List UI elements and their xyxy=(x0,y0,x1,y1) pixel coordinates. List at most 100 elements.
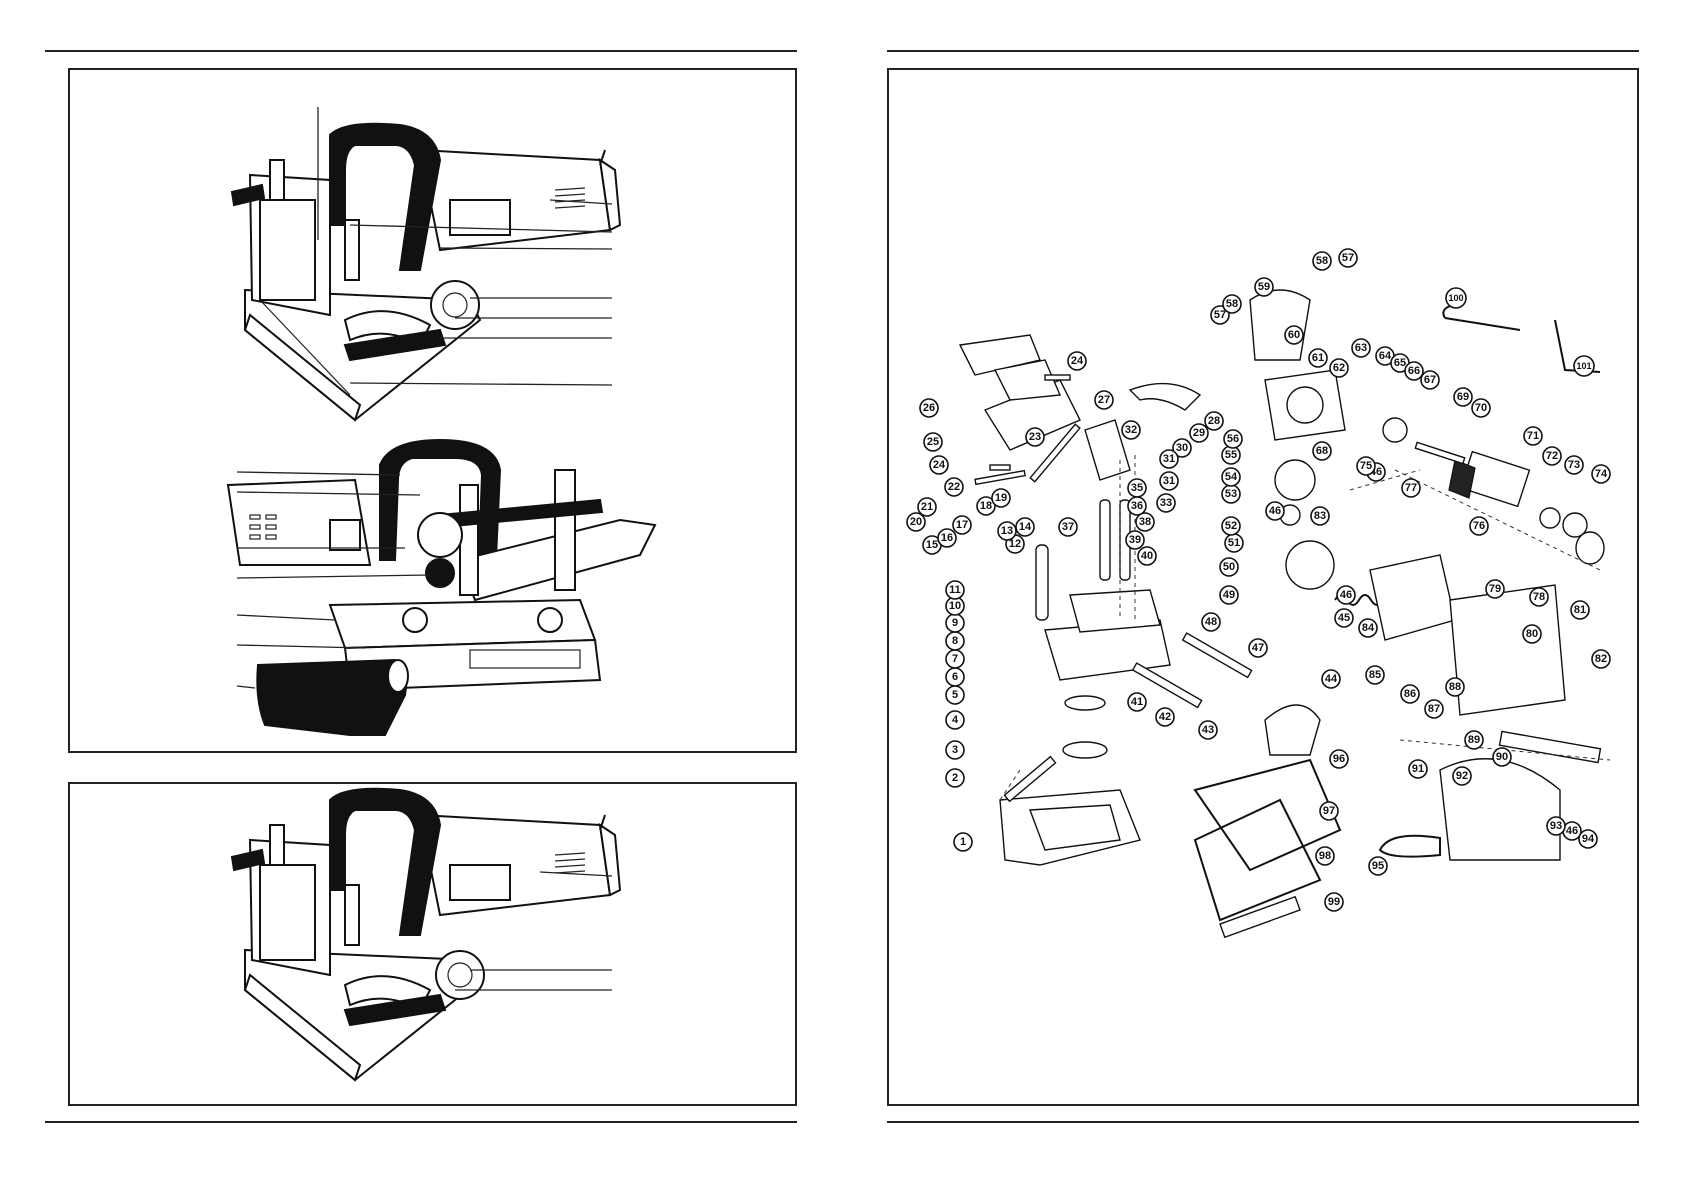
svg-text:25: 25 xyxy=(927,436,939,448)
svg-text:24: 24 xyxy=(1071,355,1084,367)
callout-78: 78 xyxy=(1529,587,1549,607)
callout-93: 93 xyxy=(1546,816,1566,836)
svg-text:73: 73 xyxy=(1568,459,1580,471)
svg-text:4: 4 xyxy=(952,714,959,726)
svg-text:94: 94 xyxy=(1582,833,1595,845)
svg-text:71: 71 xyxy=(1527,430,1539,442)
callout-6: 6 xyxy=(945,667,965,687)
svg-text:100: 100 xyxy=(1448,293,1463,303)
svg-text:66: 66 xyxy=(1408,365,1420,377)
svg-text:13: 13 xyxy=(1001,525,1013,537)
svg-text:78: 78 xyxy=(1533,591,1545,603)
svg-text:99: 99 xyxy=(1328,896,1340,908)
callout-19: 19 xyxy=(991,488,1011,508)
svg-text:8: 8 xyxy=(952,635,958,647)
svg-text:21: 21 xyxy=(921,501,933,513)
callout-88: 88 xyxy=(1445,677,1465,697)
svg-text:16: 16 xyxy=(941,532,953,544)
svg-text:82: 82 xyxy=(1595,653,1607,665)
callout-100: 100 xyxy=(1445,287,1467,309)
callout-8: 8 xyxy=(945,631,965,651)
callout-74: 74 xyxy=(1591,464,1611,484)
callout-46d: 46 xyxy=(1562,821,1582,841)
callout-26: 26 xyxy=(919,398,939,418)
svg-text:44: 44 xyxy=(1325,673,1338,685)
svg-text:17: 17 xyxy=(956,519,968,531)
callout-99: 99 xyxy=(1324,892,1344,912)
svg-text:68: 68 xyxy=(1316,445,1328,457)
callout-39: 39 xyxy=(1125,530,1145,550)
svg-text:2: 2 xyxy=(952,772,958,784)
callout-87: 87 xyxy=(1424,699,1444,719)
svg-text:5: 5 xyxy=(952,689,958,701)
svg-text:96: 96 xyxy=(1333,753,1345,765)
svg-text:58: 58 xyxy=(1316,255,1328,267)
callout-98: 98 xyxy=(1315,846,1335,866)
callout-73: 73 xyxy=(1564,455,1584,475)
svg-text:7: 7 xyxy=(952,653,958,665)
callout-24: 24 xyxy=(929,455,949,475)
callout-101: 101 xyxy=(1573,355,1595,377)
svg-text:46: 46 xyxy=(1340,589,1352,601)
svg-text:20: 20 xyxy=(910,516,922,528)
callout-94: 94 xyxy=(1578,829,1598,849)
callout-53: 53 xyxy=(1221,484,1241,504)
svg-text:51: 51 xyxy=(1228,537,1240,549)
callout-86: 86 xyxy=(1400,684,1420,704)
svg-text:1: 1 xyxy=(960,836,966,848)
callout-79: 79 xyxy=(1485,579,1505,599)
callout-46c: 46 xyxy=(1265,501,1285,521)
svg-text:80: 80 xyxy=(1526,628,1538,640)
callout-2: 2 xyxy=(945,768,965,788)
svg-text:18: 18 xyxy=(980,500,992,512)
jointer-front-view xyxy=(230,107,622,422)
svg-text:9: 9 xyxy=(952,617,958,629)
callout-16: 16 xyxy=(937,528,957,548)
jointer-front-view-2 xyxy=(230,787,622,1082)
exploded-view-frame xyxy=(887,68,1639,1106)
callout-21: 21 xyxy=(917,497,937,517)
callout-30: 30 xyxy=(1172,438,1192,458)
callout-44: 44 xyxy=(1321,669,1341,689)
callout-65: 65 xyxy=(1390,353,1410,373)
callout-36: 36 xyxy=(1127,496,1147,516)
callout-29: 29 xyxy=(1189,423,1209,443)
svg-text:36: 36 xyxy=(1131,500,1143,512)
svg-text:87: 87 xyxy=(1428,703,1440,715)
svg-text:58: 58 xyxy=(1226,298,1238,310)
svg-text:12: 12 xyxy=(1009,538,1021,550)
svg-text:33: 33 xyxy=(1160,497,1172,509)
callout-42: 42 xyxy=(1155,707,1175,727)
svg-text:45: 45 xyxy=(1338,612,1350,624)
svg-text:19: 19 xyxy=(995,492,1007,504)
svg-text:101: 101 xyxy=(1576,361,1591,371)
callout-60: 60 xyxy=(1284,325,1304,345)
callout-9: 9 xyxy=(945,613,965,633)
callout-37: 37 xyxy=(1058,517,1078,537)
callout-55: 55 xyxy=(1221,445,1241,465)
svg-text:35: 35 xyxy=(1131,482,1143,494)
svg-text:39: 39 xyxy=(1129,534,1141,546)
callout-7: 7 xyxy=(945,649,965,669)
callout-69: 69 xyxy=(1453,387,1473,407)
svg-text:88: 88 xyxy=(1449,681,1461,693)
callout-67: 67 xyxy=(1420,370,1440,390)
callout-40: 40 xyxy=(1137,546,1157,566)
svg-text:67: 67 xyxy=(1424,374,1436,386)
top-rule-left xyxy=(45,50,797,52)
svg-text:92: 92 xyxy=(1456,770,1468,782)
svg-text:10: 10 xyxy=(949,600,961,612)
jointer-rear-view xyxy=(226,438,657,736)
callout-54: 54 xyxy=(1221,467,1241,487)
svg-text:47: 47 xyxy=(1252,642,1264,654)
svg-text:6: 6 xyxy=(952,671,958,683)
svg-text:31: 31 xyxy=(1163,453,1175,465)
top-rule-right xyxy=(887,50,1639,52)
callout-84: 84 xyxy=(1358,618,1378,638)
callout-50: 50 xyxy=(1219,557,1239,577)
callout-22: 22 xyxy=(944,477,964,497)
callout-52: 52 xyxy=(1221,516,1241,536)
svg-text:79: 79 xyxy=(1489,583,1501,595)
callout-35: 35 xyxy=(1127,478,1147,498)
callout-11: 11 xyxy=(945,580,965,600)
